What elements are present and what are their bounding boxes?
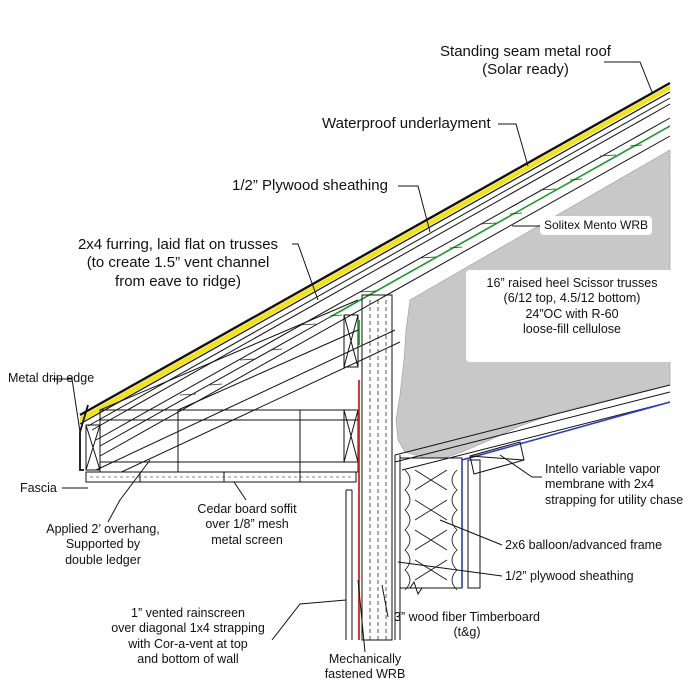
intello-label: Intello variable vapor membrane with 2x4… [545,462,684,507]
soffit-label: Cedar board soffit over 1/8” mesh metal … [197,502,297,547]
standing-seam-roof-label: Standing seam metal roof (Solar ready) [440,43,611,79]
stud-cavity-insulation [399,457,463,596]
roof-assembly [79,81,671,457]
solitex-label: Solitex Mento WRB [540,216,653,235]
leader-lines [52,61,653,653]
utility-chase-strapping [467,441,525,589]
overhang-framing [79,299,359,473]
wall-assembly [345,294,401,641]
rainscreen-label: 1” vented rainscreen over diagonal 1x4 s… [111,606,265,666]
underlayment-label: Waterproof underlayment [322,115,491,132]
cedar-soffit [85,471,357,483]
wall-plywood-label: 1/2” plywood sheathing [505,569,634,583]
plywood-sheathing-label: 1/2” Plywood sheathing [232,177,388,194]
drip-edge-label: Metal drip edge [8,371,95,385]
balloon-frame-label: 2x6 balloon/advanced frame [505,538,663,552]
fascia-label: Fascia [20,481,57,495]
furring-label: 2x4 furring, laid flat on trusses (to cr… [77,236,279,290]
truss-bottom-chord [95,329,671,483]
mechanical-wrb-label: Mechanically fastened WRB [324,652,406,682]
wood-grain-hatch [179,144,643,396]
overhang-label: Applied 2’ overhang, Supported by double… [46,522,160,567]
intello-vapor-membrane [461,401,671,588]
timberboard-label: 3” wood fiber Timberboard (t&g) [394,610,540,640]
standing-seam-metal-roof [80,85,670,423]
scissor-trusses-label: 16” raised heel Scissor trusses (6/12 to… [466,270,678,362]
